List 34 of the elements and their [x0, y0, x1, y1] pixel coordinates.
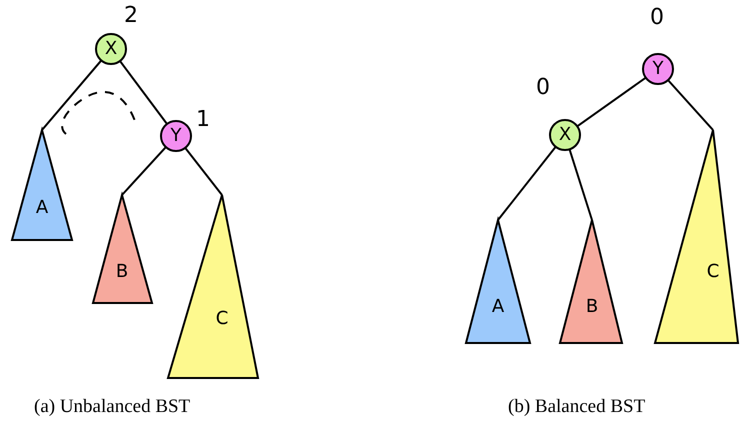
subtree-triangle	[92, 194, 153, 304]
node-letter: C	[706, 262, 720, 282]
node-letter: X	[104, 39, 118, 59]
balance-factor: 1	[196, 108, 210, 132]
tree-edge	[121, 146, 167, 196]
subtree-triangle	[465, 219, 531, 344]
caption: (b) Balanced BST	[508, 396, 646, 418]
subtree-triangle	[11, 129, 73, 241]
tree-edge	[576, 76, 646, 128]
subtree-triangle	[559, 219, 623, 344]
subtree-triangle	[654, 129, 739, 344]
tree-node-circle	[642, 53, 674, 85]
tree-edge	[41, 60, 102, 131]
node-letter: Y	[170, 126, 182, 146]
tree-edge	[119, 60, 168, 125]
tree-edge	[667, 79, 714, 131]
node-letter: C	[216, 308, 228, 329]
balance-factor: 2	[124, 4, 138, 28]
subtree-triangle	[167, 194, 259, 379]
node-letter: A	[36, 198, 48, 218]
balance-factor: 0	[650, 6, 664, 30]
tree-node-circle	[549, 119, 581, 151]
tree-edge	[497, 146, 556, 221]
node-letter: B	[586, 296, 598, 316]
tree-node-circle	[95, 33, 127, 65]
tree-node-circle	[160, 120, 192, 152]
caption: (a) Unbalanced BST	[34, 396, 190, 418]
tree-edge	[184, 147, 223, 196]
tree-edge	[568, 149, 593, 220]
node-letter: A	[492, 296, 504, 316]
node-letter: B	[116, 262, 128, 282]
balance-factor: 0	[536, 76, 550, 100]
node-letter: X	[558, 125, 572, 145]
node-letter: Y	[652, 59, 664, 79]
